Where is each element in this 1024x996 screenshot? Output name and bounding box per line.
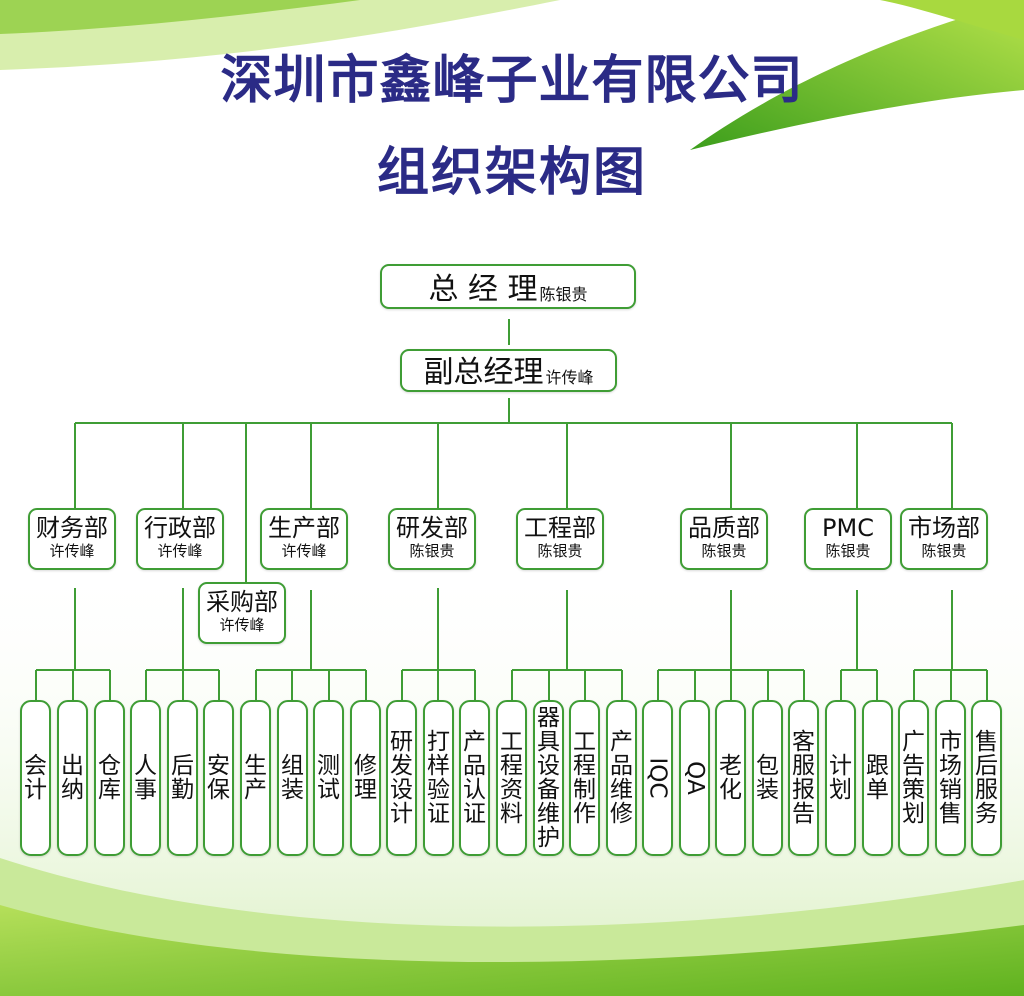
unit-advertising: 广告策划 bbox=[898, 700, 929, 856]
unit-label: 人事 bbox=[134, 753, 157, 803]
dept-name: 生产部 bbox=[268, 514, 340, 542]
unit-after-sales: 售后服务 bbox=[971, 700, 1002, 856]
dept-head: 许传峰 bbox=[219, 616, 265, 634]
unit-label: 售后服务 bbox=[975, 729, 998, 827]
unit-logistics: 后勤 bbox=[167, 700, 198, 856]
unit-product-repair: 产品维修 bbox=[606, 700, 637, 856]
unit-packaging: 包装 bbox=[752, 700, 783, 856]
unit-label: 老化 bbox=[719, 753, 742, 803]
unit-production: 生产 bbox=[240, 700, 271, 856]
dept-quality: 品质部 陈银贵 bbox=[680, 508, 768, 570]
dept-head: 陈银贵 bbox=[537, 542, 583, 560]
top-right-corner bbox=[880, 0, 1024, 40]
unit-label: 产品认证 bbox=[463, 729, 486, 827]
unit-label: 跟单 bbox=[866, 753, 889, 803]
unit-label: 生产 bbox=[244, 753, 267, 803]
unit-eng-docs: 工程资料 bbox=[496, 700, 527, 856]
top-left-swoosh-dark bbox=[0, 0, 360, 34]
dept-head: 陈银贵 bbox=[825, 542, 871, 560]
unit-qa: QA bbox=[679, 700, 710, 856]
dept-head: 陈银贵 bbox=[921, 542, 967, 560]
top-right-leaf bbox=[690, 0, 1024, 150]
chart-subtitle: 组织架构图 bbox=[376, 143, 647, 203]
ceo-title: 总 经 理 bbox=[428, 272, 538, 307]
dept-name: 市场部 bbox=[908, 514, 980, 542]
unit-label: 出纳 bbox=[61, 753, 84, 803]
unit-label: 客服报告 bbox=[792, 729, 815, 827]
unit-testing: 测试 bbox=[313, 700, 344, 856]
bottom-wave bbox=[0, 905, 1024, 996]
unit-equipment-maintenance: 器具设备维护 bbox=[533, 700, 564, 856]
dept-name: 研发部 bbox=[396, 514, 468, 542]
unit-order-follow-up: 跟单 bbox=[862, 700, 893, 856]
dept-name: 财务部 bbox=[36, 514, 108, 542]
unit-warehouse: 仓库 bbox=[94, 700, 125, 856]
dept-rnd: 研发部 陈银贵 bbox=[388, 508, 476, 570]
unit-label: 会计 bbox=[24, 753, 47, 803]
unit-label: 工程资料 bbox=[500, 729, 523, 827]
unit-repair: 修理 bbox=[350, 700, 381, 856]
unit-assembly: 组装 bbox=[277, 700, 308, 856]
unit-label: 仓库 bbox=[98, 753, 121, 803]
ceo-name: 陈银贵 bbox=[539, 285, 588, 304]
unit-label: 组装 bbox=[281, 753, 304, 803]
unit-aging: 老化 bbox=[715, 700, 746, 856]
unit-label: 后勤 bbox=[171, 753, 194, 803]
dept-name: 工程部 bbox=[524, 514, 596, 542]
unit-certification: 产品认证 bbox=[459, 700, 490, 856]
unit-label: QA bbox=[681, 761, 708, 795]
dept-purchasing: 采购部 许传峰 bbox=[198, 582, 286, 644]
dept-name: 行政部 bbox=[144, 514, 216, 542]
unit-hr: 人事 bbox=[130, 700, 161, 856]
dept-admin: 行政部 许传峰 bbox=[136, 508, 224, 570]
unit-label: 修理 bbox=[354, 753, 377, 803]
dept-head: 陈银贵 bbox=[409, 542, 455, 560]
connectors bbox=[35, 319, 988, 700]
dept-name: 品质部 bbox=[688, 514, 760, 542]
dept-marketing: 市场部 陈银贵 bbox=[900, 508, 988, 570]
unit-rd-design: 研发设计 bbox=[386, 700, 417, 856]
unit-label: IQC bbox=[644, 757, 671, 799]
dept-head: 许传峰 bbox=[157, 542, 203, 560]
unit-sales: 市场销售 bbox=[935, 700, 966, 856]
unit-cashier: 出纳 bbox=[57, 700, 88, 856]
dept-head: 许传峰 bbox=[49, 542, 95, 560]
unit-security: 安保 bbox=[203, 700, 234, 856]
dept-name: 采购部 bbox=[206, 588, 278, 616]
unit-label: 器具设备维护 bbox=[537, 705, 560, 851]
company-title: 深圳市鑫峰子业有限公司 bbox=[220, 51, 804, 111]
vp-title: 副总经理 bbox=[423, 355, 544, 390]
dept-pmc: PMC 陈银贵 bbox=[804, 508, 892, 570]
unit-label: 测试 bbox=[317, 753, 340, 803]
dept-head: 许传峰 bbox=[281, 542, 327, 560]
dept-name: PMC bbox=[822, 514, 874, 542]
unit-planning: 计划 bbox=[825, 700, 856, 856]
unit-label: 包装 bbox=[756, 753, 779, 803]
unit-label: 市场销售 bbox=[939, 729, 962, 827]
unit-iqc: IQC bbox=[642, 700, 673, 856]
ceo-box: 总 经 理 陈银贵 bbox=[380, 264, 636, 309]
unit-label: 打样验证 bbox=[427, 729, 450, 827]
unit-label: 广告策划 bbox=[902, 729, 925, 827]
unit-customer-service: 客服报告 bbox=[788, 700, 819, 856]
dept-production: 生产部 许传峰 bbox=[260, 508, 348, 570]
unit-label: 安保 bbox=[207, 753, 230, 803]
dept-head: 陈银贵 bbox=[701, 542, 747, 560]
vp-box: 副总经理 许传峰 bbox=[400, 349, 617, 392]
unit-eng-fabrication: 工程制作 bbox=[569, 700, 600, 856]
vp-name: 许传峰 bbox=[545, 368, 594, 387]
dept-finance: 财务部 许传峰 bbox=[28, 508, 116, 570]
unit-accounting: 会计 bbox=[20, 700, 51, 856]
dept-engineering: 工程部 陈银贵 bbox=[516, 508, 604, 570]
unit-label: 研发设计 bbox=[390, 729, 413, 827]
unit-label: 产品维修 bbox=[610, 729, 633, 827]
unit-label: 工程制作 bbox=[573, 729, 596, 827]
unit-sampling: 打样验证 bbox=[423, 700, 454, 856]
unit-label: 计划 bbox=[829, 753, 852, 803]
